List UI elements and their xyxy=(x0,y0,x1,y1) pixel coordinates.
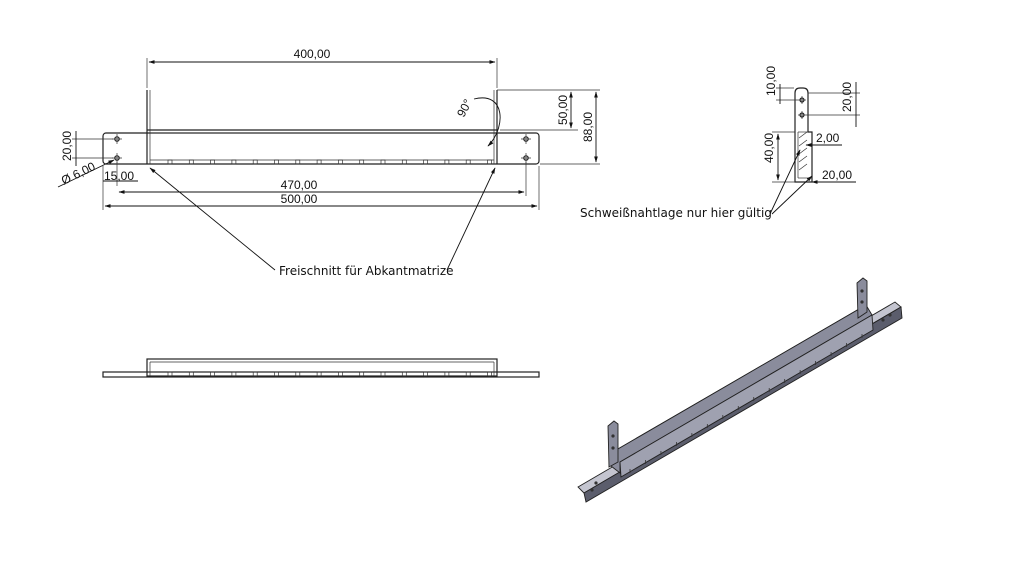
relief-slot xyxy=(210,371,215,377)
relief-slot xyxy=(359,159,365,165)
relief-slots xyxy=(167,159,492,165)
dim-body-height: 40,00 xyxy=(762,133,776,163)
top-view xyxy=(102,358,540,378)
relief-slot xyxy=(274,159,279,165)
relief-slot xyxy=(167,371,173,377)
relief-slot xyxy=(274,371,279,377)
relief-slot xyxy=(231,159,237,165)
relief-slot xyxy=(338,371,343,377)
relief-slot xyxy=(188,371,194,377)
side-view: 10,00 20,00 40,00 2,00 20,00 Schweißnaht… xyxy=(580,66,860,220)
top-view-channel xyxy=(146,358,498,377)
relief-slot xyxy=(401,371,407,377)
dim-tab-top: 10,00 xyxy=(764,66,778,96)
dim-base-width: 20,00 xyxy=(822,168,852,182)
note-weld-seam: Schweißnahtlage nur hier gültig xyxy=(580,206,772,220)
relief-slot xyxy=(487,371,492,377)
relief-slot xyxy=(252,371,258,377)
dim-inner-length: 470,00 xyxy=(281,178,318,192)
relief-slot xyxy=(465,159,471,165)
relief-slot xyxy=(380,371,386,377)
dim-hole-vertical: 20,00 xyxy=(60,131,74,161)
relief-slot xyxy=(423,159,428,165)
relief-slot xyxy=(401,159,407,165)
dim-total-height: 88,00 xyxy=(581,112,595,142)
front-view: 400,00 50,00 88,00 90° 20,00 Ø 6,00 15,0… xyxy=(57,47,600,278)
dim-hole-edge: 15,00 xyxy=(104,169,134,183)
relief-slot xyxy=(210,159,215,165)
relief-slot xyxy=(465,371,471,377)
relief-slot xyxy=(167,159,173,165)
iso-relief-slots xyxy=(629,334,863,473)
relief-slot xyxy=(444,159,450,165)
dim-top-length: 400,00 xyxy=(294,47,331,61)
angle-arc xyxy=(473,97,501,147)
isometric-view xyxy=(577,277,903,503)
iso-tab-right xyxy=(856,277,868,319)
relief-slot xyxy=(423,371,428,377)
relief-slot xyxy=(188,159,194,165)
relief-slot xyxy=(316,159,322,165)
mounting-holes xyxy=(112,134,531,163)
relief-slot xyxy=(295,371,301,377)
dim-tab-right: 20,00 xyxy=(840,82,854,112)
iso-tab-left xyxy=(607,420,619,468)
relief-slot xyxy=(316,371,322,377)
relief-slot xyxy=(380,159,386,165)
dim-angle: 90° xyxy=(454,97,475,120)
top-view-slots xyxy=(167,371,492,377)
iso-channel-front xyxy=(619,314,874,478)
relief-slot xyxy=(295,159,301,165)
dim-wall: 2,00 xyxy=(816,131,840,145)
relief-slot xyxy=(487,159,492,165)
relief-slot xyxy=(359,371,365,377)
dim-hole-diameter: Ø 6,00 xyxy=(59,159,98,188)
relief-slot xyxy=(231,371,237,377)
relief-slot xyxy=(252,159,258,165)
weld-seam-hatch xyxy=(798,131,808,171)
dim-flange-height: 50,00 xyxy=(556,95,570,125)
relief-slot xyxy=(338,159,343,165)
base-plate-outline xyxy=(102,132,540,165)
dim-total-length: 500,00 xyxy=(281,192,318,206)
relief-slot xyxy=(444,371,450,377)
note-relief-cut: Freischnitt für Abkantmatrize xyxy=(279,264,454,278)
